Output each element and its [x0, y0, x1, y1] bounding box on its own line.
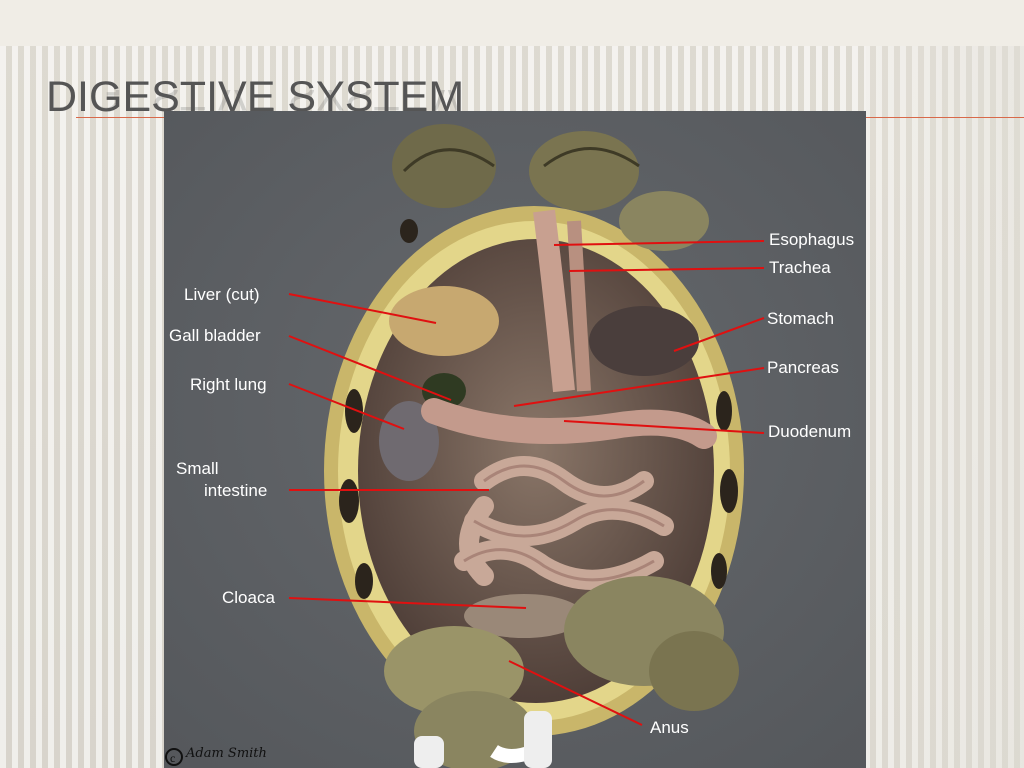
label-anus: Anus	[650, 718, 689, 737]
pointer-lines	[288, 240, 765, 726]
slide-right-shade	[866, 46, 1024, 768]
label-trachea: Trachea	[769, 258, 831, 277]
label-esophagus: Esophagus	[769, 230, 854, 249]
label-stomach: Stomach	[767, 309, 834, 328]
turtle-front-limbs	[392, 124, 709, 251]
label-right-lung: Right lung	[190, 375, 267, 394]
label-liver: Liver (cut)	[184, 285, 260, 304]
copyright-signature: c Adam Smith	[165, 746, 267, 766]
slide-top-band	[0, 0, 1024, 46]
turtle-dissection-photo: Esophagus Trachea Stomach Pancreas Duode…	[164, 111, 866, 768]
turtle-organs	[379, 209, 717, 638]
label-duodenum: Duodenum	[768, 422, 851, 441]
label-cloaca: Cloaca	[222, 588, 275, 607]
label-small-intestine-line1: Small	[176, 459, 219, 478]
svg-text:c: c	[170, 751, 175, 765]
signature-text: Adam Smith	[185, 746, 267, 761]
label-gall-bladder: Gall bladder	[169, 326, 261, 345]
turtle-hind-limbs	[384, 576, 739, 768]
label-small-intestine-line2: intestine	[204, 481, 267, 500]
label-pancreas: Pancreas	[767, 358, 839, 377]
